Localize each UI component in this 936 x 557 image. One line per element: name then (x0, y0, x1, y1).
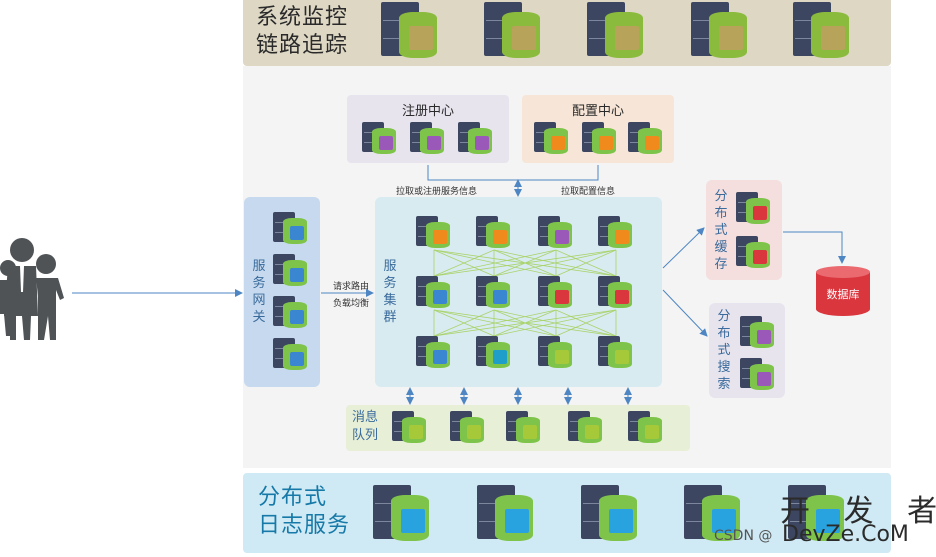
server-icon (506, 411, 542, 445)
server-icon (450, 411, 486, 445)
server-icon (538, 216, 574, 250)
logging-label: 分布式 日志服务 (258, 485, 351, 538)
cluster-mq-arrows (406, 387, 632, 405)
mesh-link (555, 249, 617, 277)
gateway-label: 服务网关 (252, 259, 266, 325)
registry-edge-label: 拉取或注册服务信息 (396, 187, 478, 197)
config-edge-label: 拉取配置信息 (561, 187, 616, 197)
mesh-link (433, 249, 557, 277)
server-icon (416, 336, 452, 370)
server-icon (598, 336, 634, 370)
server-icon (534, 122, 570, 156)
logging-band (243, 473, 891, 553)
mq-label: 消息 队列 (352, 410, 379, 443)
server-icon (691, 2, 749, 62)
server-icon (788, 485, 846, 545)
database-label: 数据库 (826, 288, 860, 301)
gateway-edge-label-2: 负载均衡 (333, 299, 370, 309)
server-icon (740, 316, 776, 350)
registry-config-bracket (427, 165, 599, 181)
watermark-site: DevZe.CoM (782, 522, 909, 547)
server-icon (538, 336, 574, 370)
search-label: 分布式搜索 (717, 309, 731, 392)
server-icon (273, 254, 309, 288)
server-icon (381, 2, 439, 62)
cluster-to-cache-arrow (662, 227, 705, 269)
server-icon (568, 411, 604, 445)
cluster-mesh (433, 249, 617, 337)
server-icon (362, 122, 398, 156)
mesh-link (555, 309, 617, 337)
server-icon (628, 411, 664, 445)
mesh-link (433, 249, 495, 277)
users-icon (0, 238, 64, 340)
server-icon (476, 216, 512, 250)
server-icon (476, 276, 512, 310)
server-icon (538, 276, 574, 310)
mesh-link (433, 249, 617, 277)
mesh-link (493, 309, 617, 337)
monitoring-label: 系统监控 链路追踪 (256, 5, 349, 58)
server-icon (373, 485, 431, 545)
server-icon (416, 216, 452, 250)
server-icon (736, 236, 772, 270)
server-icon (598, 216, 634, 250)
server-icon (416, 276, 452, 310)
cluster-label: 服务集群 (383, 259, 397, 325)
database-icon: 数据库 (816, 266, 870, 318)
server-icon (581, 485, 639, 545)
server-icon (410, 122, 446, 156)
server-icon (736, 192, 772, 226)
watermark-brand: 开 发 者 (780, 494, 936, 529)
cache-to-database-arrow (783, 231, 846, 264)
mesh-link (433, 309, 495, 337)
mesh-link (433, 309, 617, 337)
cache-label: 分布式缓存 (714, 189, 728, 272)
server-icon (740, 358, 776, 392)
mesh-link (493, 249, 617, 277)
mesh-link (433, 309, 557, 337)
watermark-csdn: CSDN @ (714, 528, 773, 544)
server-icon (598, 276, 634, 310)
gateway-edge-label-1: 请求路由 (333, 282, 370, 292)
server-icon (582, 122, 618, 156)
monitoring-band (243, 0, 891, 66)
server-icon (628, 122, 664, 156)
server-icon (484, 2, 542, 62)
server-icon (273, 212, 309, 246)
server-icon (273, 338, 309, 372)
server-icon (458, 122, 494, 156)
server-icon (684, 485, 742, 545)
config-title: 配置中心 (571, 104, 624, 119)
registry-title: 注册中心 (401, 104, 454, 119)
server-icon (477, 485, 535, 545)
server-icon (793, 2, 851, 62)
cluster-to-search-arrow (662, 289, 708, 337)
server-icon (392, 411, 428, 445)
server-icon (476, 336, 512, 370)
server-icon (273, 296, 309, 330)
server-icon (587, 2, 645, 62)
